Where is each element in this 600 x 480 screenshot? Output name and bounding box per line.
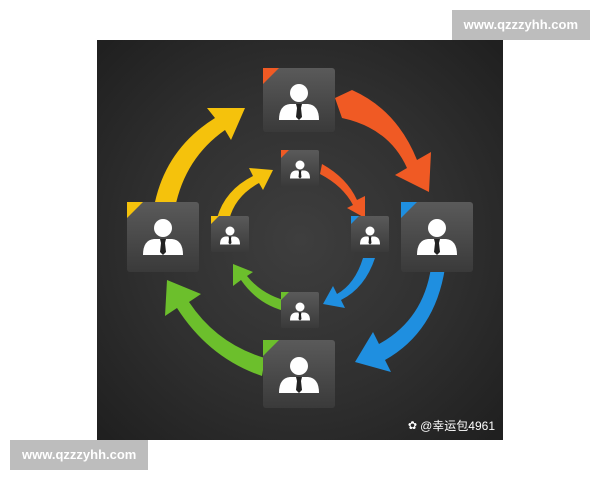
inner-arrow-bottom-right <box>323 258 375 308</box>
inner-node-bottom <box>281 292 319 328</box>
outer-node-right <box>401 202 473 272</box>
outer-node-top <box>263 68 335 132</box>
outer-node-left <box>127 202 199 272</box>
inner-node-left <box>211 216 249 252</box>
outer-arrow-bottom-left <box>165 280 265 376</box>
outer-arrow-top-right <box>335 90 431 192</box>
author-credit: ✿ @幸运包4961 <box>408 417 495 434</box>
outer-node-bottom <box>263 340 335 408</box>
outer-arrow-top-left <box>155 108 245 208</box>
diagram-frame: ✿ @幸运包4961 <box>97 40 503 440</box>
cycle-diagram <box>127 68 473 408</box>
watermark-top: www.qzzzyhh.com <box>451 10 590 40</box>
watermark-bottom: www.qzzzyhh.com <box>10 440 149 470</box>
paw-icon: ✿ <box>407 420 418 432</box>
inner-arrow-bottom-left <box>233 264 291 312</box>
inner-arrow-top-right <box>320 164 365 218</box>
outer-arrow-bottom-right <box>355 268 445 372</box>
inner-node-right <box>351 216 389 252</box>
credit-text: @幸运包4961 <box>420 419 495 433</box>
inner-node-top <box>281 150 319 186</box>
inner-arrow-top-left <box>217 168 273 220</box>
